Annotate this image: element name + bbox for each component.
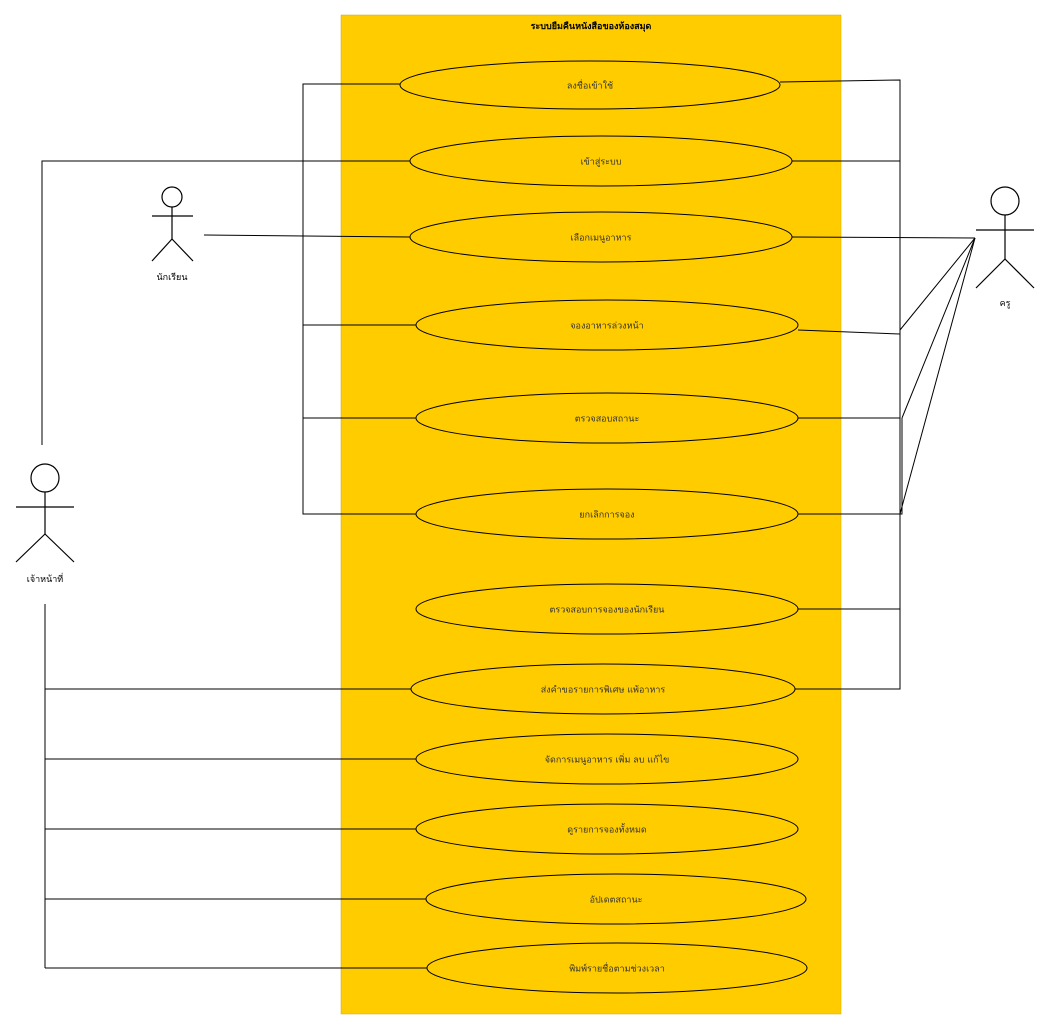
use-case-label: ดูรายการจองทั้งหมด [567, 823, 647, 836]
system-title: ระบบยืมคืนหนังสือของห้องสมุด [531, 20, 652, 32]
connector-teacher-diag-a [901, 237, 976, 419]
connector-teacher-bus [779, 79, 901, 690]
connector-student-uc3 [203, 234, 411, 238]
use-case-label: เลือกเมนูอาหาร [571, 233, 632, 244]
use-case-check-status[interactable]: ตรวจสอบสถานะ [415, 392, 799, 444]
use-case-label: ตรวจสอบสถานะ [575, 415, 640, 425]
actor-student[interactable]: นักเรียน [151, 186, 194, 283]
connector-student-bus [302, 83, 417, 515]
connector-teacher-diag-b [899, 237, 976, 515]
connector-teacher-uc6 [798, 418, 903, 515]
actor-leg-right [1004, 258, 1035, 289]
use-case-check-student-bookings[interactable]: ตรวจสอบการจองของนักเรียน [415, 583, 799, 635]
actor-leg-left [15, 533, 46, 563]
use-case-cancel-booking[interactable]: ยกเลิกการจอง [415, 488, 799, 540]
actor-teacher[interactable]: ครู [975, 186, 1035, 309]
actor-name: นักเรียน [157, 272, 188, 283]
teacher-connectors [779, 79, 976, 690]
actor-leg-right [171, 238, 194, 262]
use-case-view-all-bookings[interactable]: ดูรายการจองทั้งหมด [415, 803, 799, 855]
connector-teacher-uc3 [791, 236, 976, 239]
use-case-select-menu[interactable]: เลือกเมนูอาหาร [409, 211, 793, 263]
use-case-label: ลงชื่อเข้าใช้ [567, 79, 613, 92]
use-case-label: ยกเลิกการจอง [579, 510, 634, 521]
student-connectors [203, 83, 417, 515]
use-case-preorder[interactable]: จองอาหารล่วงหน้า [415, 299, 799, 351]
use-case-label: จองอาหารล่วงหน้า [570, 321, 643, 332]
actor-head [30, 463, 60, 493]
actor-leg-right [44, 533, 75, 563]
use-case-label: อัปเดตสถานะ [590, 896, 643, 906]
use-case-label: เข้าสู่ระบบ [581, 157, 622, 168]
actor-head [990, 186, 1020, 216]
actor-head [161, 186, 183, 208]
actor-name: เจ้าหน้าที่ [27, 572, 64, 585]
connector-teacher-uc4 [797, 329, 901, 335]
use-case-label: ส่งคำขอรายการพิเศษ แพ้อาหาร [541, 685, 666, 696]
connector-staff-uc2 [41, 160, 410, 445]
connector-teacher-diag-c [899, 237, 976, 331]
use-case-login[interactable]: ลงชื่อเข้าใช้ [399, 60, 781, 110]
use-case-label: จัดการเมนูอาหาร เพิ่ม ลบ แก้ไข [545, 753, 670, 766]
use-case-label: ตรวจสอบการจองของนักเรียน [550, 605, 665, 616]
actor-name: ครู [1000, 299, 1011, 309]
staff-connectors [41, 160, 427, 969]
actor-leg-left [151, 238, 173, 262]
use-case-label: พิมพ์รายชื่อตามช่วงเวลา [569, 962, 665, 975]
use-case-print-names[interactable]: พิมพ์รายชื่อตามช่วงเวลา [426, 942, 808, 994]
use-case-manage-menu[interactable]: จัดการเมนูอาหาร เพิ่ม ลบ แก้ไข [415, 733, 799, 785]
actor-staff[interactable]: เจ้าหน้าที่ [15, 463, 75, 585]
actor-leg-left [975, 258, 1006, 289]
use-case-sign-in[interactable]: เข้าสู่ระบบ [409, 135, 793, 187]
use-case-update-status[interactable]: อัปเดตสถานะ [425, 873, 807, 925]
use-case-special-request[interactable]: ส่งคำขอรายการพิเศษ แพ้อาหาร [410, 663, 796, 715]
